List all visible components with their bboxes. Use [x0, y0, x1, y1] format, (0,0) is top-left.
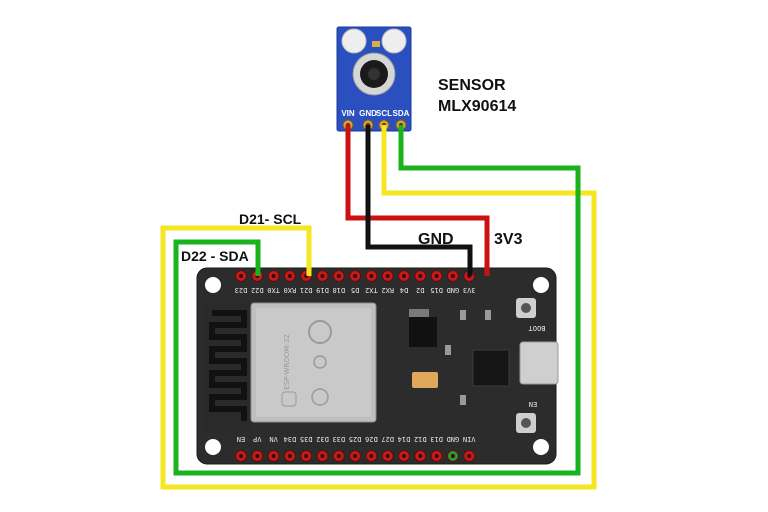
sensor-model: MLX90614	[438, 98, 516, 115]
pin-label: D27	[381, 435, 394, 443]
pin-label: D32	[316, 435, 329, 443]
antenna-trace	[203, 303, 251, 431]
pin-label: VIN	[463, 435, 476, 443]
pin-label: D26	[365, 435, 378, 443]
wires	[160, 125, 597, 490]
usb-uart-chip	[472, 349, 510, 387]
sensor-pin-label: VIN	[341, 109, 355, 118]
mounting-hole	[205, 439, 221, 455]
capacitor	[412, 372, 438, 388]
d22-sda-label: D22 - SDA	[181, 248, 249, 264]
module-text: ESP-WROOM-32	[283, 334, 291, 389]
sensor-pin-label: GND	[359, 109, 377, 118]
mounting-hole	[533, 439, 549, 455]
pin-label: D23	[235, 286, 248, 294]
pin-label: D34	[284, 435, 297, 443]
pin-label: D4	[400, 286, 408, 294]
pin-label: D19	[316, 286, 329, 294]
pin-label: 3V3	[463, 286, 476, 294]
pin-label: D21	[300, 286, 313, 294]
pin-label: D2	[416, 286, 424, 294]
pin-label: D25	[349, 435, 362, 443]
pin-label: D12	[414, 435, 427, 443]
pin-label: D13	[430, 435, 443, 443]
mounting-hole	[205, 277, 221, 293]
pin-label: TX0	[267, 286, 280, 294]
pin-label: D15	[430, 286, 443, 294]
d21-scl-label: D21- SCL	[239, 211, 302, 227]
wifi-logo-icon	[281, 391, 297, 407]
sensor-pin-label: SCL	[376, 109, 392, 118]
pin-label: D5	[351, 286, 359, 294]
sda-wire	[173, 125, 581, 476]
fcc-mark-icon	[311, 388, 329, 406]
micro-usb-port[interactable]	[519, 341, 559, 385]
3v3-label: 3V3	[494, 231, 523, 248]
vin-wire	[345, 125, 490, 276]
pin-label: D35	[300, 435, 313, 443]
sensor-pin-label: SDA	[393, 109, 410, 118]
ce-mark-icon	[313, 355, 327, 369]
pin-label: D18	[332, 286, 345, 294]
mounting-hole	[533, 277, 549, 293]
pin-label: VN	[269, 435, 277, 443]
mounting-hole	[341, 28, 367, 54]
pin-label: GND	[447, 286, 460, 294]
pin-label: D22	[251, 286, 264, 294]
pin-label: VP	[253, 435, 261, 443]
pin-label: TX2	[365, 286, 378, 294]
sensor-title: SENSOR	[438, 77, 506, 94]
espressif-logo-icon	[308, 320, 332, 344]
pin-label: D14	[398, 435, 411, 443]
esp-wroom-module: ESP-WROOM-32	[250, 302, 377, 423]
pin-label: RX2	[381, 286, 394, 294]
mounting-hole	[381, 28, 407, 54]
boot-label: BOOT	[528, 324, 546, 332]
gnd-wire	[365, 125, 473, 276]
scl-wire	[160, 125, 597, 490]
pin-label: GND	[447, 435, 460, 443]
pin-label: D33	[332, 435, 345, 443]
voltage-regulator	[409, 317, 437, 347]
pin-label: RX0	[284, 286, 297, 294]
en-label: EN	[529, 400, 537, 408]
gnd-label: GND	[418, 231, 454, 248]
pin-label: EN	[237, 435, 245, 443]
